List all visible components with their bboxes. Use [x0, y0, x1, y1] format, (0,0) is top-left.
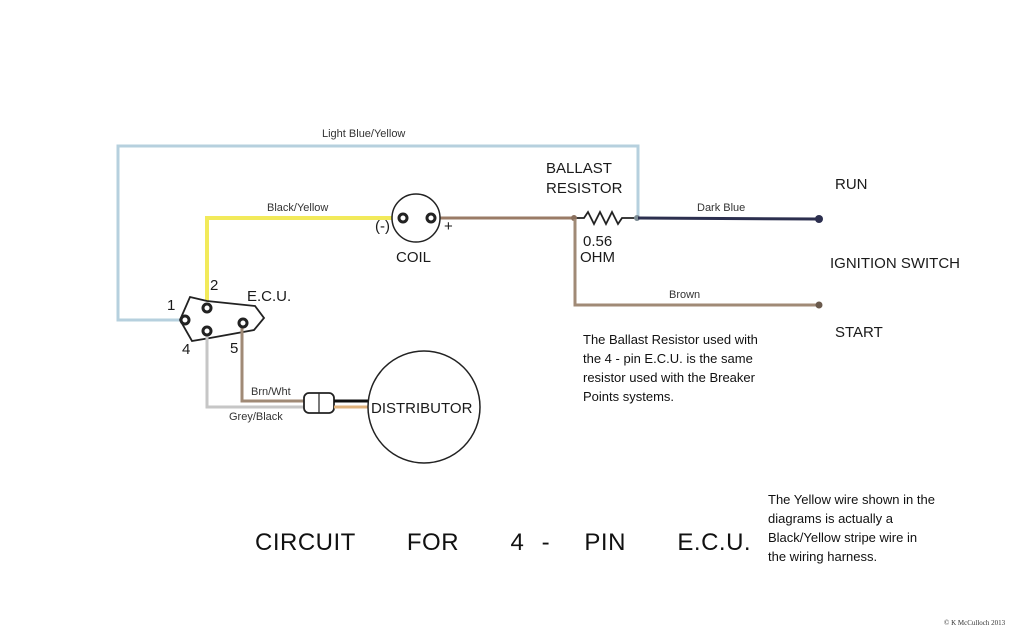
note-line: the wiring harness. — [768, 549, 878, 564]
ecu-pin-1-label: 1 — [167, 297, 176, 314]
coil-label: COIL — [396, 249, 432, 266]
ballast-resistor-symbol — [574, 209, 636, 227]
wire-grey-black — [205, 336, 305, 409]
label-brn-wht: Brn/Wht — [251, 386, 291, 398]
ecu-label: E.C.U. — [247, 288, 292, 305]
label-light-blue-yellow: Light Blue/Yellow — [322, 128, 406, 140]
note-line: Points systems. — [583, 389, 675, 404]
note-line: The Ballast Resistor used with — [583, 332, 758, 347]
label-dark-blue: Dark Blue — [697, 202, 746, 214]
diagram-title: CIRCUIT FOR 4 - PIN E.C.U. — [255, 529, 752, 556]
ecu-pin-2 — [201, 302, 213, 314]
note-line: The Yellow wire shown in the — [768, 492, 935, 507]
coil-neg-terminal — [397, 212, 409, 224]
ecu-pin-4-label: 4 — [182, 341, 191, 358]
ballast-note: The Ballast Resistor used with the 4 - p… — [583, 330, 758, 406]
copyright: © K McCulloch 2013 — [944, 619, 1006, 627]
yellow-wire-note: The Yellow wire shown in the diagrams is… — [768, 490, 935, 566]
ballast-value-line2: OHM — [580, 249, 615, 266]
wire-brn-wht — [240, 326, 305, 403]
ignition-switch-label: IGNITION SWITCH — [830, 255, 960, 272]
start-label: START — [835, 324, 883, 341]
ballast-label-line2: RESISTOR — [546, 180, 623, 197]
ballast-value-line1: 0.56 — [583, 233, 613, 250]
note-line: Black/Yellow stripe wire in — [768, 530, 918, 545]
ecu-pin-5 — [237, 317, 249, 329]
label-black-yellow: Black/Yellow — [267, 202, 329, 214]
label-grey-black: Grey/Black — [229, 411, 283, 423]
wire-black-yellow — [205, 216, 402, 302]
distributor-label: DISTRIBUTOR — [371, 400, 473, 417]
wire-light-blue-yellow — [116, 144, 640, 322]
coil-pos-terminal — [425, 212, 437, 224]
coil-body — [391, 193, 441, 243]
coil-pos-label: + — [444, 218, 453, 235]
ecu-pin-5-label: 5 — [230, 340, 239, 357]
ecu-pin-4 — [201, 325, 213, 337]
ballast-label-line1: BALLAST — [546, 160, 612, 177]
run-label: RUN — [835, 176, 868, 193]
ecu-pin-2-label: 2 — [210, 277, 219, 294]
label-brown: Brown — [669, 289, 701, 301]
note-line: diagrams is actually a — [768, 511, 893, 526]
distributor-body — [367, 350, 481, 464]
coil-neg-label: (-) — [375, 218, 390, 235]
wire-dark-blue — [637, 216, 819, 221]
wire-brown — [573, 219, 818, 307]
run-terminal — [815, 215, 823, 223]
note-line: the 4 - pin E.C.U. is the same — [583, 351, 753, 366]
note-line: resistor used with the Breaker — [583, 370, 755, 385]
ecu-pin-1 — [179, 314, 191, 326]
start-terminal — [815, 301, 823, 309]
